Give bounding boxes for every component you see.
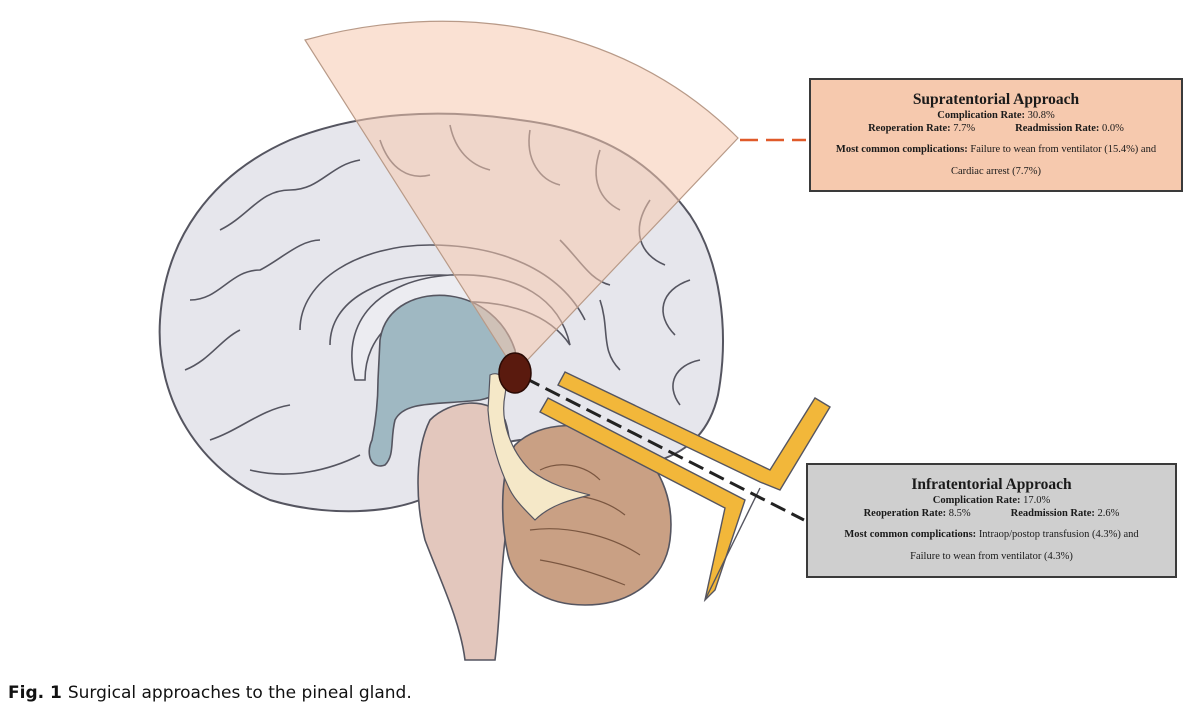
supratentorial-corridor: [304, 20, 739, 373]
figure-label: Fig. 1: [8, 683, 62, 703]
infra-connector: [524, 376, 805, 522]
thalamus: [368, 294, 517, 467]
infra-rates: Reoperation Rate: 8.5% Readmission Rate:…: [863, 508, 1120, 519]
infratentorial-info-box: Infratentorial Approach Complication Rat…: [806, 463, 1177, 578]
supra-rates: Reoperation Rate: 7.7% Readmission Rate:…: [868, 123, 1124, 134]
infra-title: Infratentorial Approach: [911, 476, 1072, 493]
supra-common-complications: Most common complications: Failure to we…: [835, 144, 1157, 177]
supra-title: Supratentorial Approach: [912, 91, 1080, 108]
supra-complication: Complication Rate: 30.8%: [937, 110, 1055, 121]
supratentorial-info-box: Supratentorial Approach Complication Rat…: [809, 78, 1183, 192]
infra-common-complications: Most common complications: Intraop/posto…: [844, 529, 1139, 562]
figure-caption-text: Surgical approaches to the pineal gland.: [67, 683, 412, 703]
infratentorial-retractor: [539, 371, 831, 603]
infra-complication: Complication Rate: 17.0%: [932, 495, 1051, 506]
fourth-ventricle: [487, 373, 591, 521]
pineal-gland: [498, 352, 532, 394]
